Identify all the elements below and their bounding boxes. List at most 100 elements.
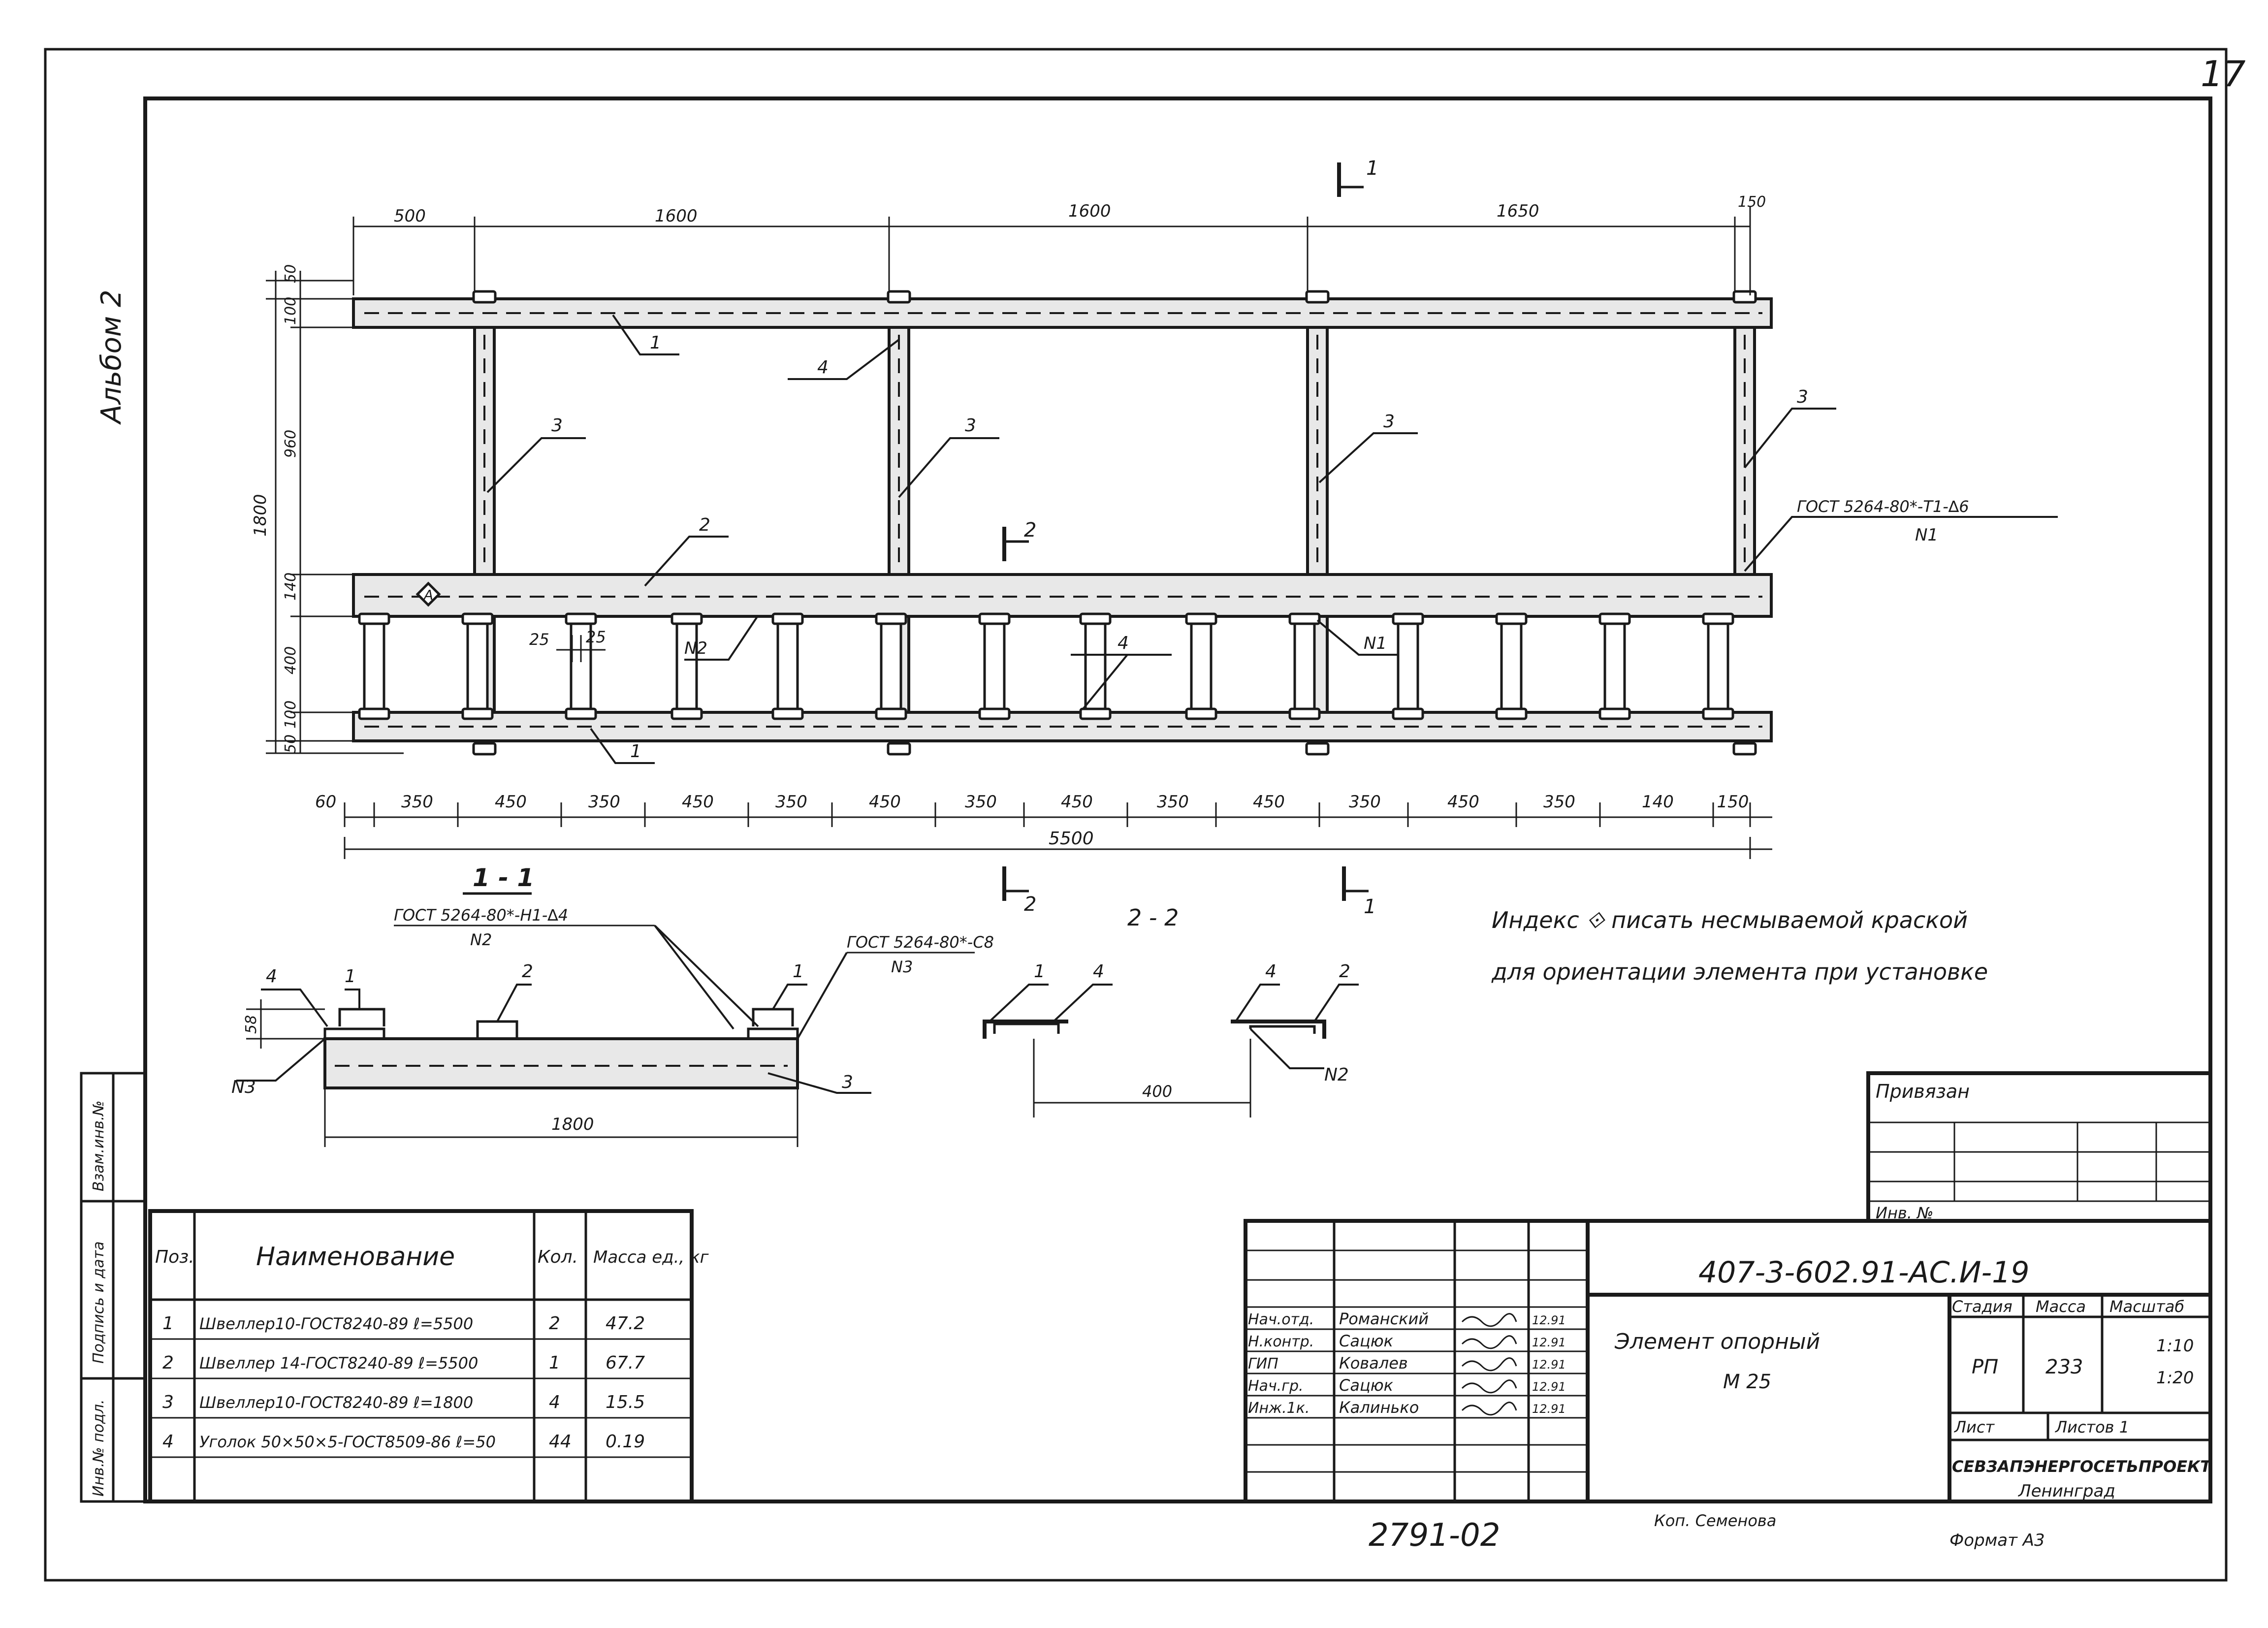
- svg-text:400: 400: [1142, 1082, 1172, 1101]
- svg-text:N3: N3: [231, 1077, 256, 1097]
- left-dim-7: 50: [282, 734, 299, 753]
- person-name: Романский: [1339, 1309, 1429, 1328]
- posts: [358, 612, 1734, 720]
- signature-icon: [1461, 1357, 1517, 1372]
- role-label: ГИП: [1248, 1355, 1278, 1373]
- svg-text:1:20: 1:20: [2156, 1368, 2194, 1388]
- left-dim-1: 50: [282, 264, 299, 283]
- spec-header-qty: Кол.: [538, 1247, 578, 1267]
- angle-piece: [978, 612, 1011, 625]
- spec-header-pos: Поз.: [155, 1247, 194, 1267]
- svg-text:ГОСТ 5264-80*-Т1-∆6: ГОСТ 5264-80*-Т1-∆6: [1797, 497, 1969, 516]
- angle-piece: [1598, 707, 1631, 720]
- sign-date: 12.91: [1532, 1336, 1566, 1349]
- top-dim-5: 150: [1738, 193, 1766, 211]
- svg-text:Инв.№ подл.: Инв.№ подл.: [90, 1400, 107, 1497]
- bottom-dim: 350: [775, 792, 807, 812]
- post: [570, 615, 592, 714]
- top-dim-2: 1600: [655, 206, 698, 226]
- svg-text:58: 58: [243, 1015, 260, 1034]
- top-dim-3: 1600: [1068, 201, 1111, 221]
- post: [1707, 615, 1729, 714]
- left-dim-3: 960: [282, 430, 299, 458]
- spec-cell: Уголок 50×50×5-ГОСТ8509-86 ℓ=50: [199, 1433, 496, 1451]
- signature-icon: [1461, 1335, 1517, 1349]
- gap-dimension: 25 25: [529, 628, 606, 662]
- svg-text:2: 2: [1024, 519, 1036, 542]
- left-dim-2: 100: [282, 297, 299, 325]
- spec-cell: 67.7: [606, 1353, 645, 1373]
- svg-text:233: 233: [2045, 1356, 2083, 1378]
- section-2-2: 2 - 2 1 4 4 2 N2 400: [983, 904, 1359, 1117]
- angle-piece: [875, 612, 907, 625]
- post: [1500, 615, 1523, 714]
- svg-text:ГОСТ 5264-80*-С8: ГОСТ 5264-80*-С8: [847, 933, 994, 952]
- angle-piece: [461, 612, 494, 625]
- left-dimensions: 50 100 960 140 400 100 50 1800: [251, 264, 404, 754]
- angle-piece: [1702, 707, 1734, 720]
- svg-text:СЕВЗАПЭНЕРГОСЕТЬПРОЕКТ: СЕВЗАПЭНЕРГОСЕТЬПРОЕКТ: [1952, 1457, 2212, 1476]
- bottom-dim: 350: [1157, 792, 1189, 812]
- top-dim-1: 500: [394, 206, 426, 226]
- post: [466, 615, 489, 714]
- side-stamp: Инв.№ подл. Подпись и дата Взам.инв.№: [80, 1072, 147, 1503]
- angle-piece: [671, 707, 703, 720]
- n2-weld-label: N2: [684, 638, 707, 658]
- angle-piece: [1598, 612, 1631, 625]
- angle-piece: [358, 707, 390, 720]
- bottom-dim: 450: [1061, 792, 1093, 812]
- spec-cell: 1: [162, 1313, 174, 1334]
- svg-text:Масштаб: Масштаб: [2109, 1297, 2184, 1316]
- svg-text:1: 1: [1364, 895, 1376, 918]
- svg-text:2: 2: [1339, 961, 1350, 982]
- angle-piece: [671, 612, 703, 625]
- angle-piece: [1079, 612, 1112, 625]
- post: [1293, 615, 1316, 714]
- bottom-number: 2791-02: [1369, 1517, 1500, 1554]
- left-dim-6: 100: [282, 701, 299, 729]
- post: [1084, 615, 1107, 714]
- svg-text:1: 1: [650, 333, 661, 353]
- svg-text:Взам.инв.№: Взам.инв.№: [90, 1100, 107, 1191]
- sign-date: 12.91: [1532, 1380, 1566, 1394]
- sign-date: 12.91: [1532, 1358, 1566, 1372]
- bound-label: Привязан: [1876, 1081, 1970, 1102]
- spec-cell: 2: [162, 1353, 174, 1373]
- svg-text:Индекс ⟐ писать несмываемой: Индекс ⟐ писать несмываемой краской: [1492, 907, 1968, 933]
- svg-text:3: 3: [1383, 412, 1395, 432]
- svg-text:1:10: 1:10: [2156, 1336, 2194, 1356]
- angle-piece: [875, 707, 907, 720]
- drawing-name-2: М 25: [1723, 1371, 1771, 1393]
- drawing-code: 407-3-602.91-АС.И-19: [1698, 1255, 2029, 1290]
- sign-date: 12.91: [1532, 1313, 1566, 1327]
- post: [363, 615, 385, 714]
- signature-icon: [1461, 1313, 1517, 1327]
- angle-piece: [1288, 707, 1321, 720]
- spec-cell: 1: [549, 1353, 560, 1373]
- role-label: Нач.гр.: [1248, 1377, 1304, 1395]
- n1-weld-label: N1: [1364, 634, 1387, 653]
- spec-cell: Швеллер10-ГОСТ8240-89 ℓ=1800: [199, 1393, 473, 1412]
- role-label: Нач.отд.: [1248, 1311, 1314, 1328]
- svg-text:Лист: Лист: [1954, 1418, 1995, 1436]
- svg-text:РП: РП: [1972, 1356, 1998, 1378]
- sign-date: 12.91: [1532, 1402, 1566, 1416]
- svg-text:1: 1: [1366, 157, 1378, 180]
- angle-piece: [1185, 612, 1217, 625]
- plan-weld-note: ГОСТ 5264-80*-Т1-∆6 N1 N2 N1: [684, 497, 2058, 661]
- svg-text:1 - 1: 1 - 1: [473, 863, 534, 892]
- signature-icon: [1461, 1402, 1517, 1416]
- copied-by: Коп. Семенова: [1654, 1511, 1776, 1530]
- angle-piece: [565, 707, 597, 720]
- svg-text:Подпись и дата: Подпись и дата: [90, 1242, 107, 1364]
- bottom-dim: 350: [401, 792, 433, 812]
- svg-text:4: 4: [266, 966, 277, 987]
- section-markers: 1 2 2 1: [1002, 157, 1378, 918]
- spec-cell: 44: [549, 1432, 572, 1452]
- bottom-dim: 150: [1717, 792, 1749, 812]
- svg-text:1: 1: [630, 741, 641, 762]
- bottom-dim: 450: [495, 792, 527, 812]
